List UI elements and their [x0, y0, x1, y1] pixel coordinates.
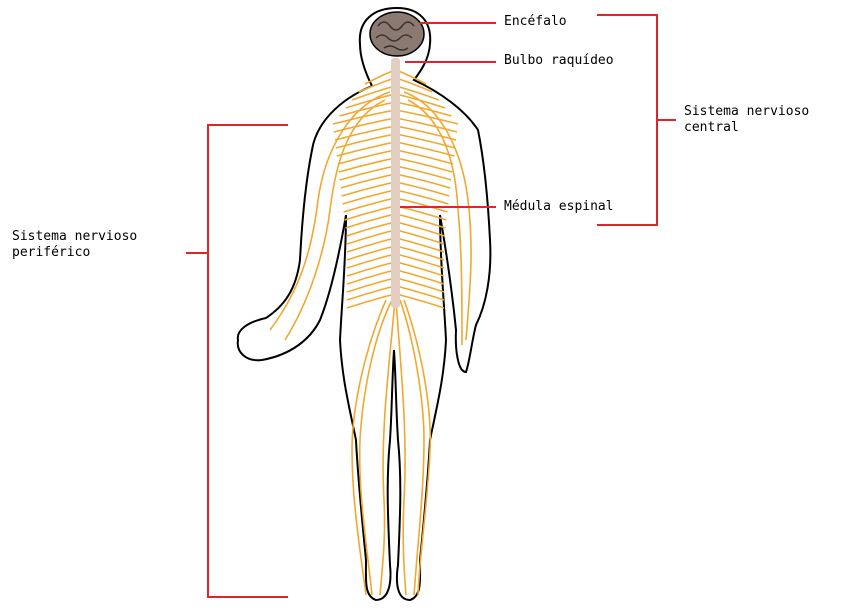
label-encefalo: Encéfalo [504, 14, 567, 30]
label-bulbo-raquideo: Bulbo raquídeo [504, 53, 614, 69]
periferico-bracket [208, 125, 288, 597]
label-medula-espinal: Médula espinal [504, 199, 614, 215]
label-sistema-nervioso-periferico: Sistema nervioso periférico [12, 229, 137, 261]
brain [370, 12, 424, 56]
label-central-line1: Sistema nervioso [684, 104, 809, 120]
central-bracket [597, 15, 657, 225]
label-central-line2: central [684, 120, 809, 136]
label-periferico-line2: periférico [12, 245, 137, 261]
label-periferico-line1: Sistema nervioso [12, 229, 137, 245]
body-outline [238, 8, 491, 600]
spinal-cord [391, 58, 400, 308]
label-sistema-nervioso-central: Sistema nervioso central [684, 104, 809, 136]
